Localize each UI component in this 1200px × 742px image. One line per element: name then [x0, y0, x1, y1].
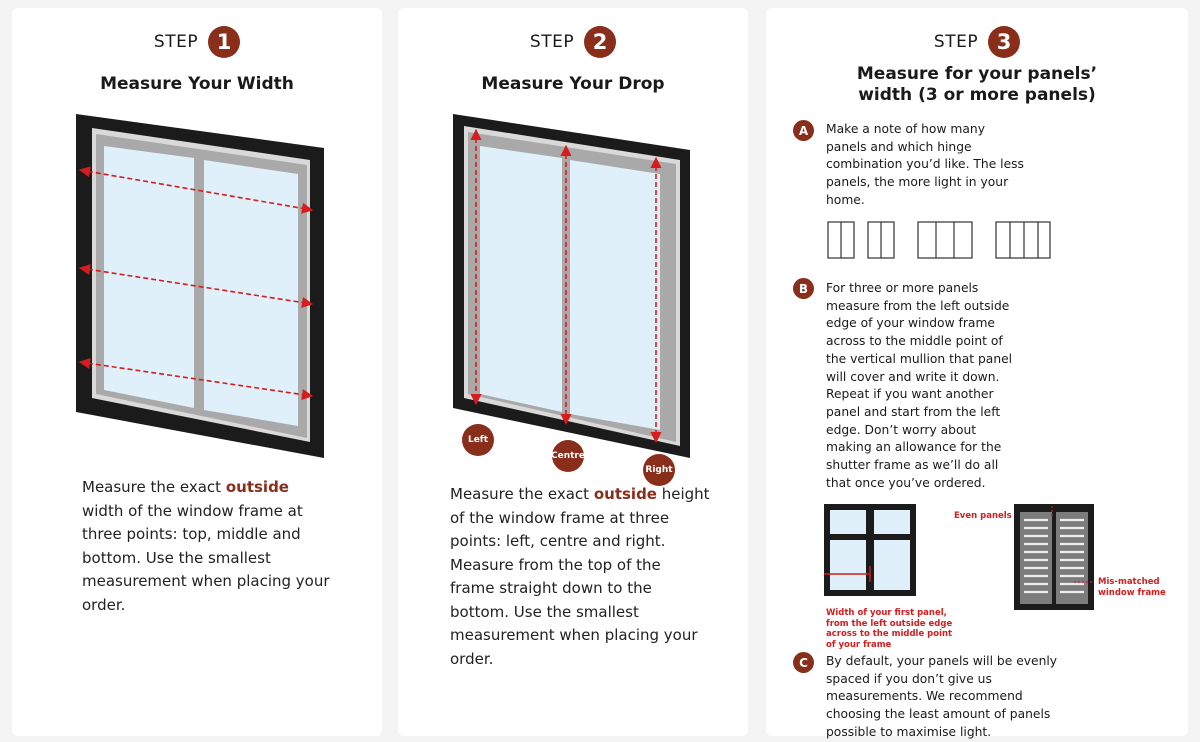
step-1-card: STEP 1 Measure Your Width Measure the ex…: [12, 8, 382, 736]
step-2-title: Measure Your Drop: [481, 74, 665, 94]
centre-label: Centre: [551, 440, 585, 472]
step-number-badge: 2: [584, 26, 617, 58]
step-label: STEP: [153, 32, 199, 52]
step-1-header: STEP 1: [12, 26, 382, 58]
point-c-badge: C: [793, 652, 814, 673]
step-1-description: Measure the exact outside width of the w…: [82, 478, 330, 614]
point-b-text: For three or more panels measure from th…: [826, 281, 1013, 490]
point-c-text: By default, your panels will be evenly s…: [826, 654, 1058, 739]
point-a-text: Make a note of how many panels and which…: [826, 122, 1024, 207]
first-panel-width-diagram: [824, 504, 916, 596]
point-b-badge: B: [793, 278, 814, 299]
step-3-card: STEP 3 Measure for your panels’ width (3…: [766, 8, 1188, 739]
left-label: Left: [462, 424, 494, 456]
step-2-description: Measure the exact outside height of the …: [450, 485, 710, 668]
mismatched-frame-caption: Mis-matched window frame: [1098, 577, 1166, 598]
first-panel-width-caption: Width of your first panel, from the left…: [826, 608, 953, 650]
hinge-combination-icons: [827, 221, 1051, 259]
step-label: STEP: [933, 32, 979, 52]
outside-highlight: outside: [593, 485, 657, 503]
step-1-title: Measure Your Width: [100, 74, 294, 94]
point-a-badge: A: [793, 120, 814, 141]
step-number-badge: 3: [988, 26, 1021, 58]
width-window-illustration: [76, 114, 324, 458]
step-label: STEP: [529, 32, 575, 52]
even-panels-caption: Even panels: [954, 511, 1012, 521]
step-number-badge: 1: [208, 26, 241, 58]
right-label: Right: [643, 454, 675, 486]
step-2-card: STEP 2 Measure Your Drop Left Centre Rig…: [398, 8, 748, 736]
step-3-header: STEP 3: [766, 26, 1188, 58]
outside-highlight: outside: [225, 478, 289, 496]
even-panels-diagram: [1014, 504, 1094, 610]
step-3-title: Measure for your panels’ width (3 or mor…: [856, 64, 1098, 105]
drop-window-illustration: [453, 114, 690, 458]
step-2-header: STEP 2: [398, 26, 748, 58]
